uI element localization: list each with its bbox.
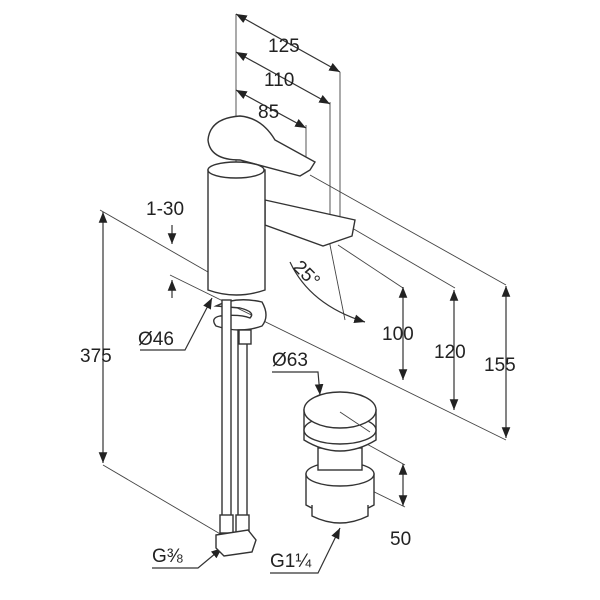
dim-waste-diameter: Ø63 bbox=[272, 350, 308, 371]
dim-50: 50 bbox=[390, 529, 411, 550]
dim-waste-thread: G1¼ bbox=[270, 551, 312, 572]
dim-deck-thickness: 1-30 bbox=[146, 199, 184, 220]
dim-body-diameter: Ø46 bbox=[138, 329, 174, 350]
dim-hose-thread: G⅜ bbox=[152, 546, 183, 567]
dimension-lines bbox=[98, 13, 511, 574]
dim-120: 120 bbox=[434, 342, 466, 363]
dim-85: 85 bbox=[258, 102, 279, 123]
faucet-body bbox=[207, 115, 356, 331]
supply-hoses bbox=[215, 299, 257, 557]
dim-100: 100 bbox=[382, 324, 414, 345]
dim-angle: 25° bbox=[288, 257, 323, 292]
dim-375: 375 bbox=[80, 346, 112, 367]
dim-110: 110 bbox=[264, 70, 294, 91]
dimension-labels: 125 110 85 1-30 375 Ø46 Ø63 100 120 155 … bbox=[80, 36, 516, 572]
dim-125: 125 bbox=[268, 36, 300, 57]
dim-155: 155 bbox=[484, 355, 516, 376]
pop-up-waste bbox=[303, 391, 377, 524]
